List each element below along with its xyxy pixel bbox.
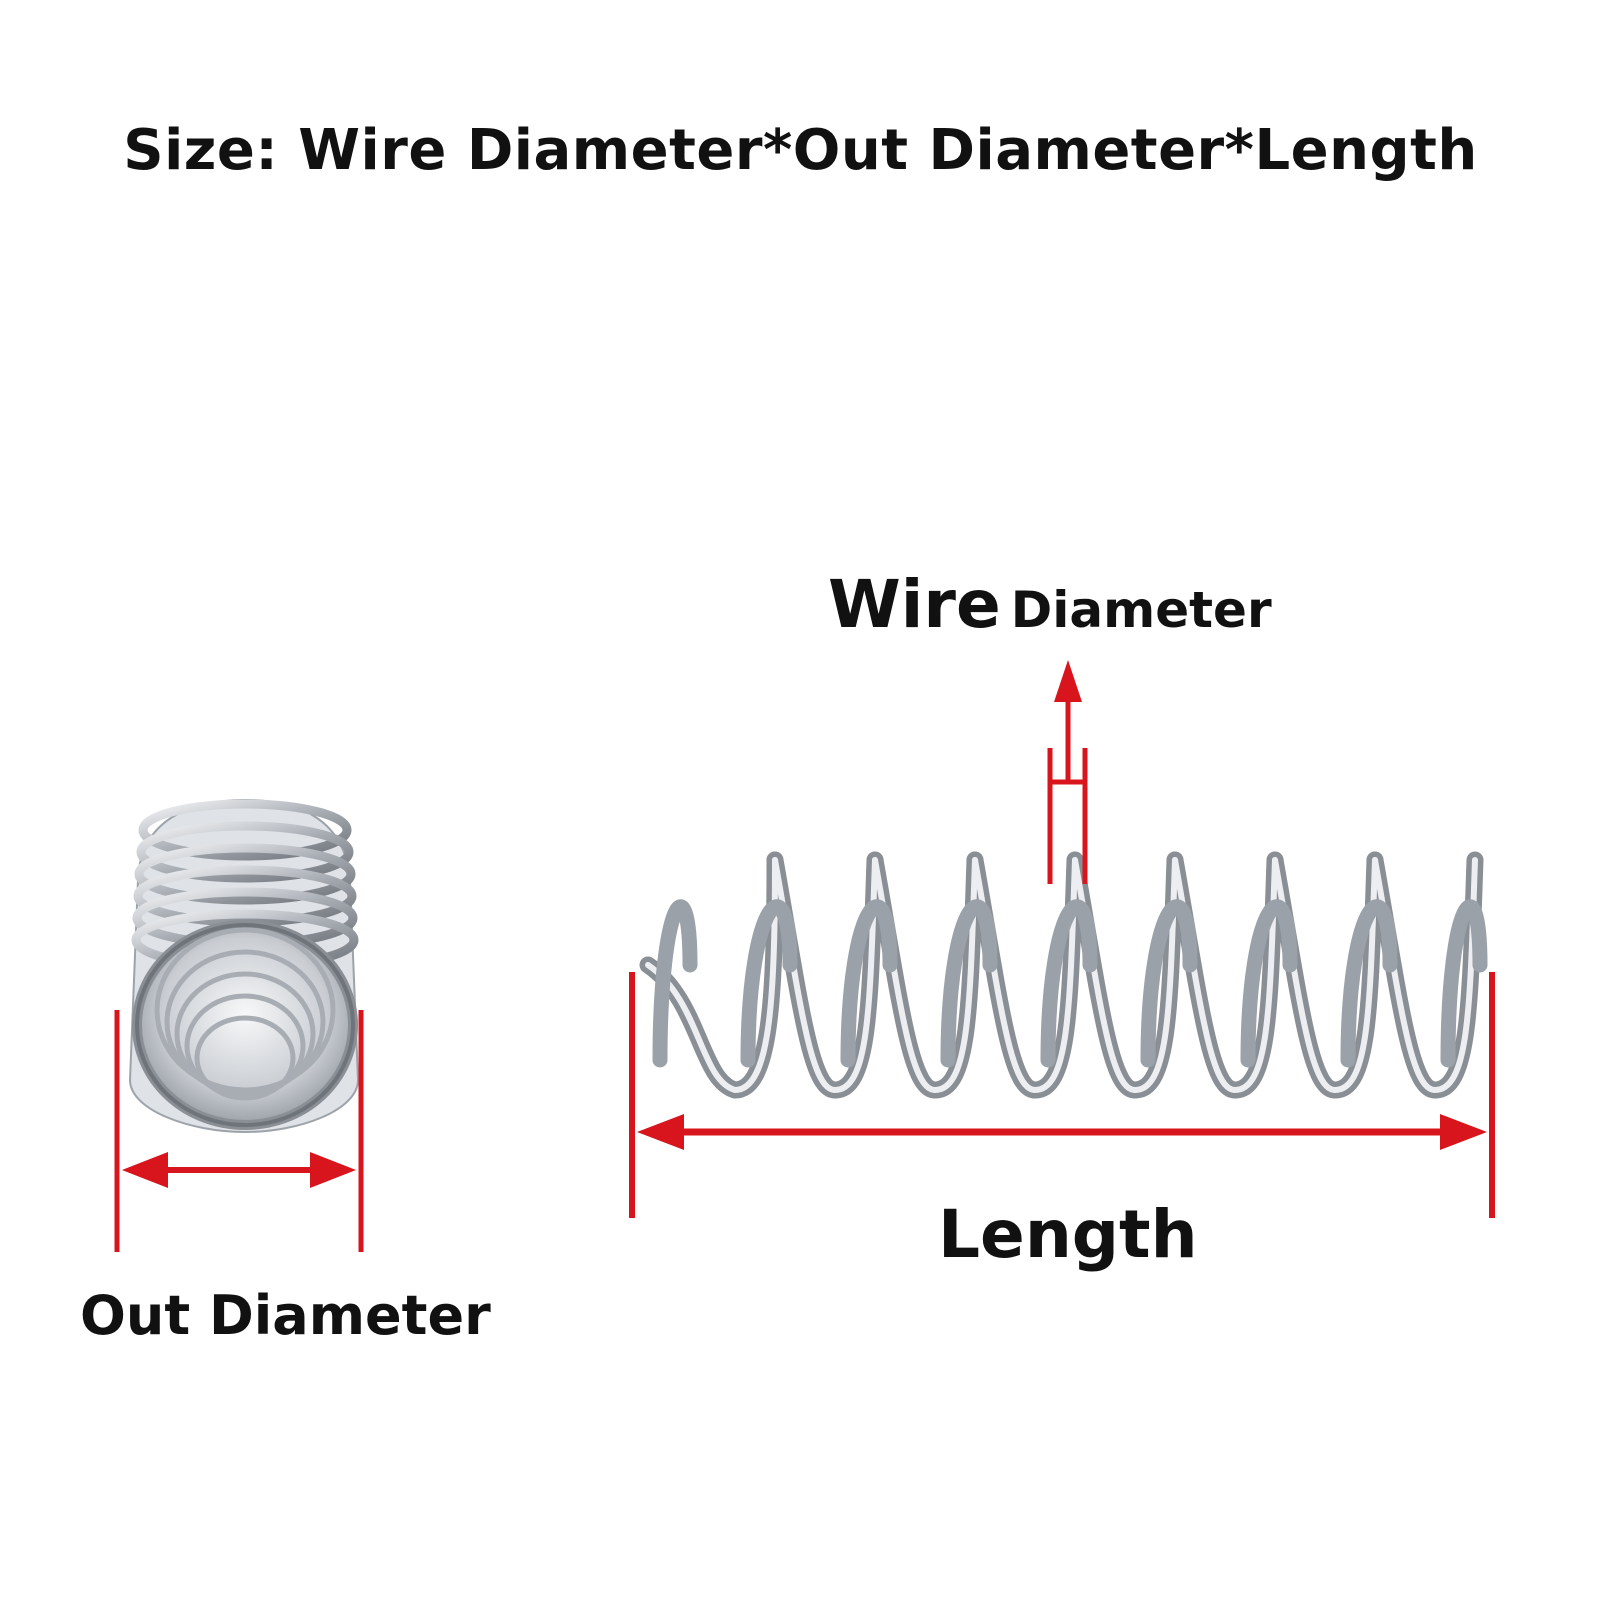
length-left-arrowhead bbox=[637, 1114, 684, 1150]
length-label: Length bbox=[938, 1196, 1198, 1273]
wire-diameter-dimension bbox=[1047, 660, 1088, 884]
short-spring-image bbox=[128, 798, 360, 1134]
page-title: Size: Wire Diameter*Out Diameter*Length bbox=[123, 118, 1478, 183]
wire-diameter-label-wire: Wire bbox=[828, 566, 1001, 643]
length-dimension bbox=[629, 972, 1495, 1218]
out-diameter-label: Out Diameter bbox=[80, 1284, 491, 1347]
length-right-arrowhead bbox=[1440, 1114, 1487, 1150]
long-spring-image bbox=[639, 851, 1488, 1099]
out-diameter-right-arrowhead bbox=[310, 1152, 356, 1188]
long-spring-front-arcs bbox=[652, 899, 1488, 1068]
out-diameter-left-arrowhead bbox=[122, 1152, 168, 1188]
out-diameter-dimension bbox=[114, 1010, 364, 1252]
short-spring-inner-coils bbox=[154, 927, 336, 1101]
wire-diameter-label-diameter: Diameter bbox=[1010, 581, 1272, 639]
wire-diameter-arrowhead bbox=[1054, 660, 1082, 702]
